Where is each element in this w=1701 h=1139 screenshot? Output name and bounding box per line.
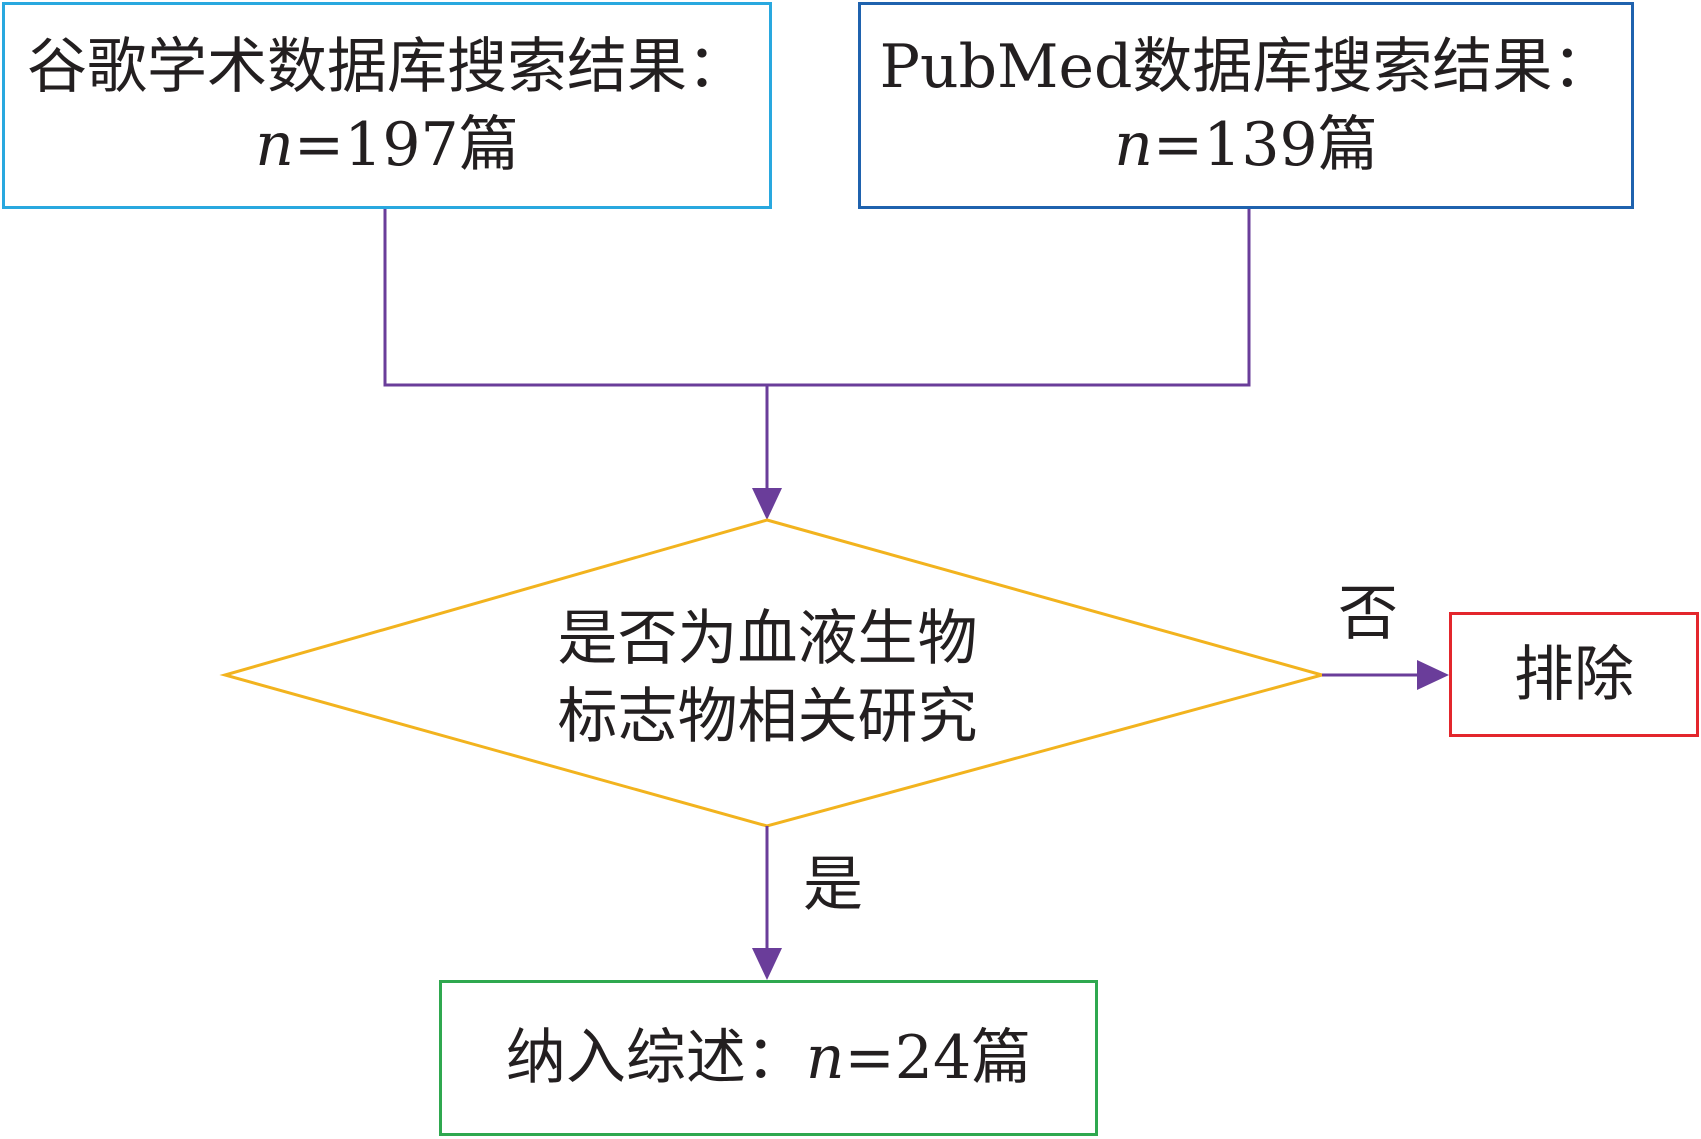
google-scholar-results-count: n=197篇: [255, 106, 518, 184]
edge-label-no: 否: [1338, 579, 1398, 649]
decision-question: 是否为血液生物 标志物相关研究: [450, 600, 1085, 756]
decision-question-line-1: 是否为血液生物: [557, 604, 978, 674]
arrow-no-head: [1417, 660, 1449, 690]
merge-connector: [383, 209, 1251, 387]
pubmed-results-count: n=139篇: [1114, 106, 1377, 184]
exclude-box: 排除: [1449, 612, 1699, 737]
count-value: =139篇: [1152, 109, 1378, 180]
google-scholar-results-box: 谷歌学术数据库搜索结果： n=197篇: [2, 2, 772, 209]
include-in-review-text: 纳入综述：n=24篇: [506, 1019, 1031, 1097]
pubmed-results-box: PubMed数据库搜索结果： n=139篇: [858, 2, 1634, 209]
include-in-review-label: 纳入综述：: [505, 1023, 806, 1093]
n-symbol: n: [255, 109, 294, 180]
pubmed-results-label: PubMed数据库搜索结果：: [879, 31, 1613, 102]
include-in-review-box: 纳入综述：n=24篇: [439, 980, 1098, 1136]
edge-label-yes: 是: [803, 850, 863, 920]
decision-question-line-2: 标志物相关研究: [557, 682, 978, 752]
n-symbol: n: [805, 1023, 845, 1093]
arrow-yes-head: [752, 948, 782, 980]
exclude-label: 排除: [1514, 639, 1634, 710]
n-symbol: n: [1114, 109, 1153, 180]
count-value: =197篇: [293, 109, 519, 180]
count-value: =24篇: [844, 1023, 1032, 1093]
arrow-to-decision-head: [752, 488, 782, 520]
google-scholar-results-label: 谷歌学术数据库搜索结果：: [27, 31, 747, 102]
